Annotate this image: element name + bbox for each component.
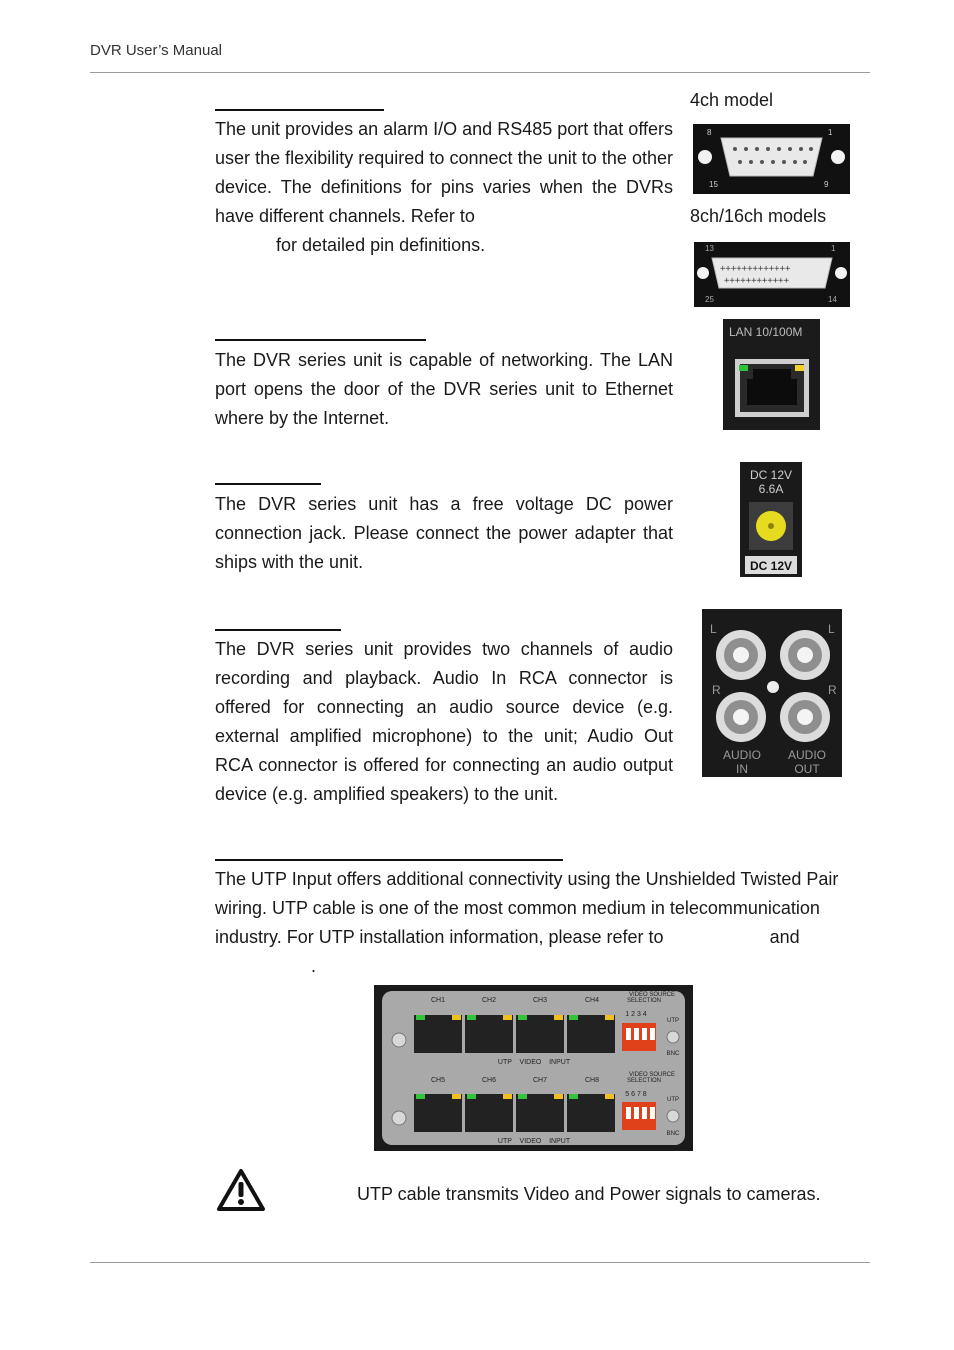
audio-in-label: IN	[736, 762, 748, 776]
video-source-selection-label: SELECTION	[627, 998, 661, 1004]
video-source-label: VIDEO SOURCE	[629, 1072, 675, 1078]
utp-input-panel-image: CH1 CH2 CH3 CH4 VIDEO SOURCE SELECTION 1…	[374, 985, 693, 1151]
audio-r-label: R	[712, 683, 721, 697]
dc-label-bottom: DC 12V	[750, 559, 792, 573]
audio-paragraph: The DVR series unit provides two channel…	[215, 639, 673, 804]
audio-rca-image: L L R R AUDIO IN AUDIO OUT	[702, 609, 842, 777]
running-header: DVR User’s Manual	[90, 42, 222, 59]
db25-connector-image: +++++++++++++ ++++++++++++ 13 1 25 14	[694, 242, 850, 307]
utp-channel-label: CH7	[533, 1077, 547, 1084]
audio-in-label: AUDIO	[723, 748, 761, 762]
audio-l-label: L	[828, 622, 835, 636]
footer-rule	[90, 1262, 870, 1263]
utp-channel-label: CH4	[585, 997, 599, 1004]
alarm-text-b: for detailed pin definitions.	[276, 235, 486, 255]
utp-channel-label: CH8	[585, 1077, 599, 1084]
db25-pin-label: 1	[831, 244, 836, 253]
utp-paragraph: The UTP Input offers additional connecti…	[215, 865, 845, 981]
switch-numbers: 5 6 7 8	[625, 1091, 647, 1098]
utp-text-a: The UTP Input offers additional connecti…	[215, 869, 839, 947]
lan-paragraph: The DVR series unit is capable of networ…	[215, 350, 673, 428]
utp-channel-label: CH3	[533, 997, 547, 1004]
bnc-mode-label: BNC	[667, 1131, 680, 1137]
db15-pin-label: 15	[709, 180, 718, 189]
utp-video-input-label: UTP VIDEO INPUT	[498, 1138, 571, 1145]
section-heading-underline-alarm	[215, 109, 384, 111]
power-paragraph: The DVR series unit has a free voltage D…	[215, 494, 673, 572]
utp-mode-label: UTP	[667, 1018, 679, 1024]
utp-channel-label: CH6	[482, 1077, 496, 1084]
db15-connector-image: 8 1 15 9	[693, 124, 850, 194]
video-source-selection-label: SELECTION	[627, 1078, 661, 1084]
utp-channel-label: CH2	[482, 997, 496, 1004]
dc-power-jack-image: DC 12V 6.6A DC 12V	[740, 462, 802, 577]
dc-label-current: 6.6A	[759, 482, 784, 496]
utp-channel-label: CH5	[431, 1077, 445, 1084]
audio-out-label: OUT	[794, 762, 820, 776]
caption-4ch-model: 4ch model	[690, 90, 774, 110]
audio-l-label: L	[710, 622, 717, 636]
header-rule	[90, 72, 870, 73]
warning-icon	[216, 1168, 266, 1217]
utp-text-and: and	[769, 927, 800, 947]
audio-r-label: R	[828, 683, 837, 697]
alarm-text-a: The unit provides an alarm I/O and RS485…	[215, 119, 673, 226]
section-heading-underline-lan	[215, 339, 426, 341]
lan-port-image: LAN 10/100M	[723, 319, 820, 430]
section-heading-underline-power	[215, 483, 321, 485]
bnc-mode-label: BNC	[667, 1051, 680, 1057]
lan-port-label: LAN 10/100M	[729, 325, 802, 339]
db25-pin-label: 25	[705, 295, 714, 304]
caption-8ch-16ch-models: 8ch/16ch models	[690, 206, 827, 226]
svg-text:++++++++++++: ++++++++++++	[724, 276, 790, 286]
utp-channel-label: CH1	[431, 997, 445, 1004]
video-source-label: VIDEO SOURCE	[629, 992, 675, 998]
utp-video-input-label: UTP VIDEO INPUT	[498, 1059, 571, 1066]
note-text: UTP cable transmits Video and Power sign…	[357, 1184, 821, 1204]
audio-out-label: AUDIO	[788, 748, 826, 762]
section-heading-underline-utp	[215, 859, 563, 861]
db15-pin-label: 9	[824, 180, 829, 189]
db25-pin-label: 13	[705, 244, 714, 253]
section-heading-underline-audio	[215, 629, 341, 631]
switch-numbers: 1 2 3 4	[625, 1011, 647, 1018]
alarm-paragraph: The unit provides an alarm I/O and RS485…	[215, 115, 673, 260]
dc-label-top: DC 12V	[750, 468, 792, 482]
db15-pin-label: 1	[828, 128, 833, 137]
utp-mode-label: UTP	[667, 1097, 679, 1103]
svg-text:+++++++++++++: +++++++++++++	[720, 264, 791, 274]
db15-pin-label: 8	[707, 128, 712, 137]
utp-text-end: .	[311, 956, 317, 976]
db25-pin-label: 14	[828, 295, 837, 304]
